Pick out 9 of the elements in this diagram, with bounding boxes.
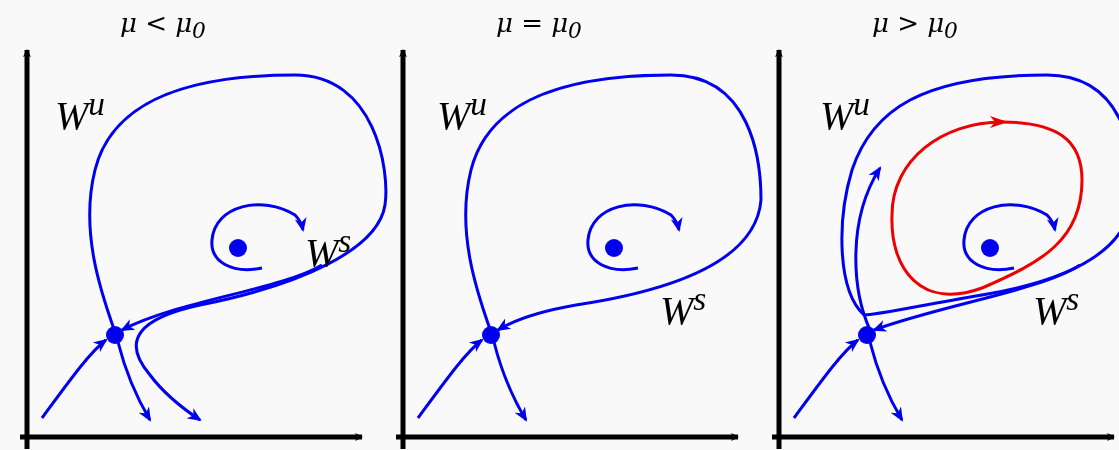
manifold-label: W$^{u}$: [437, 85, 487, 140]
manifold-label: W$^{u}$: [55, 85, 105, 140]
panel-title: μ = μ$_{0}$: [496, 8, 582, 44]
panel-title: μ > μ$_{0}$: [872, 8, 958, 44]
manifold-label: W$^{s}$: [305, 222, 352, 277]
panel-title: μ < μ$_{0}$: [120, 8, 206, 44]
manifold-label: W$^{s}$: [1033, 280, 1080, 335]
manifold-label: W$^{s}$: [660, 280, 707, 335]
manifold-label: W$^{u}$: [820, 85, 870, 140]
